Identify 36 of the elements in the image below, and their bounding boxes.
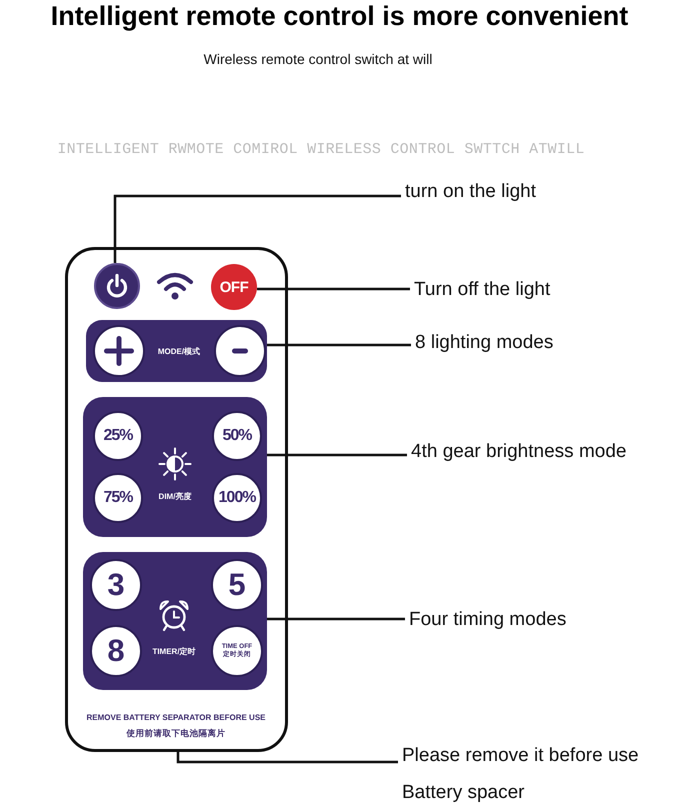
brightness-button: 100% [212, 473, 262, 523]
panel-label: MODE/模式 [158, 347, 200, 357]
leader-line [257, 288, 410, 290]
remote-body [65, 247, 288, 752]
power-button [94, 263, 140, 309]
callout-text: Please remove it before use [402, 744, 639, 768]
off-button: OFF [211, 264, 257, 310]
leader-line [267, 618, 405, 620]
panel-label: DIM/亮度 [158, 492, 192, 502]
leader-line [267, 454, 407, 456]
subtitle: Wireless remote control switch at will [204, 50, 432, 68]
brightness-button: 75% [93, 473, 143, 523]
timer-button: 8 [90, 625, 142, 677]
mode-panel [86, 320, 267, 382]
brightness-button: 50% [212, 411, 262, 461]
timer-button: 3 [90, 559, 142, 611]
leader-line [176, 752, 398, 764]
timer-button: 5 [211, 559, 263, 611]
brightness-button: 25% [93, 411, 143, 461]
tagline-text: INTELLIGENT RWMOTE COMIROL WIRELESS CONTROL SWTTCH ATWILL [57, 141, 585, 159]
callout-text: Turn off the light [414, 278, 550, 302]
timer-panel [83, 552, 267, 690]
leader-line [114, 194, 401, 263]
dim-panel [83, 397, 267, 537]
plus-button [93, 325, 145, 377]
minus-button [214, 325, 266, 377]
callout-text: 8 lighting modes [415, 331, 554, 355]
leader-line [267, 344, 411, 346]
panel-label: TIMER/定时 [152, 647, 196, 657]
title: Intelligent remote control is more convenient [50, 0, 628, 32]
note-text: 使用前请取下电池隔离片 [126, 728, 226, 738]
note-text: REMOVE BATTERY SEPARATOR BEFORE USE [86, 713, 266, 723]
callout-text: turn on the light [405, 180, 536, 204]
callout-text: 4th gear brightness mode [411, 440, 626, 464]
callout-text: Four timing modes [409, 608, 566, 632]
callout-text: Battery spacer [402, 781, 524, 805]
